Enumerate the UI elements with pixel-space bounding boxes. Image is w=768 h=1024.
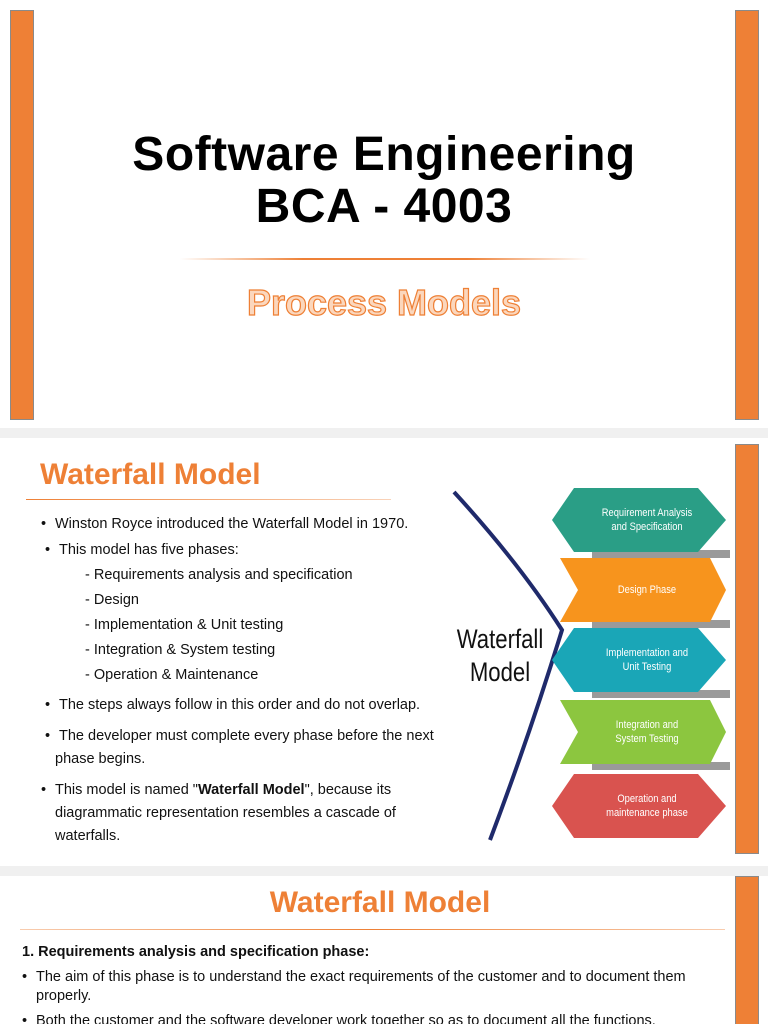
bullet-item: The steps always follow in this order an… xyxy=(45,696,420,714)
phase-label-line: System Testing xyxy=(615,733,679,745)
phase-label: Requirement Analysis and Specification xyxy=(583,506,711,534)
section-title: 1. Requirements analysis and specificati… xyxy=(22,944,370,960)
phase-item: - Implementation & Unit testing xyxy=(85,617,284,633)
waterfall-overview-slide: Waterfall Model Winston Royce introduced… xyxy=(0,438,768,866)
diagram-curve xyxy=(452,490,565,841)
bullet-list: Winston Royce introduced the Waterfall M… xyxy=(0,438,445,866)
phase-chevron xyxy=(552,774,726,838)
bullet-item: • Both the customer and the software dev… xyxy=(22,1012,736,1024)
chevron-shadow xyxy=(592,550,730,558)
bullet-dot: • xyxy=(22,1013,28,1024)
bullet-continuation: waterfalls. xyxy=(55,828,121,844)
phase-label-line: Integration and xyxy=(615,719,679,731)
phase-label: Design Phase xyxy=(583,583,711,597)
phase-chevron xyxy=(552,628,726,692)
phase-label-line: Design Phase xyxy=(617,584,677,596)
bullet-text: This model is named " xyxy=(55,782,198,798)
bullet-line: Both the customer and the software devel… xyxy=(36,1013,656,1024)
diagram-center-label: Waterfall Model xyxy=(455,623,545,689)
phase-label-line: and Specification xyxy=(611,521,683,533)
slide-heading: Waterfall Model xyxy=(269,886,491,919)
heading-underline xyxy=(20,929,725,930)
chevron-shadow xyxy=(592,620,730,628)
bullet-text: ", because its xyxy=(304,782,392,798)
right-accent-bar xyxy=(735,876,759,1024)
diagram-label-line1: Waterfall xyxy=(456,624,544,654)
phase-label: Operation and maintenance phase xyxy=(583,792,711,820)
bullet-line: properly. xyxy=(36,988,92,1004)
phase-label-line: Implementation and xyxy=(605,647,689,659)
phase-item: - Design xyxy=(85,592,139,608)
bullet-continuation: phase begins. xyxy=(55,751,146,767)
bullet-item: This model has five phases: xyxy=(45,541,239,559)
left-accent-bar xyxy=(10,10,34,420)
phase-label-line: Requirement Analysis xyxy=(601,507,693,519)
right-accent-bar xyxy=(735,444,759,854)
bullet-line: The aim of this phase is to understand t… xyxy=(36,969,686,985)
phase-label-line: Operation and xyxy=(617,793,677,805)
phase-chevron xyxy=(560,700,726,764)
phase-item: - Requirements analysis and specificatio… xyxy=(85,567,353,583)
phase-chevron xyxy=(560,558,726,622)
bold-term: Waterfall Model xyxy=(197,782,305,798)
slide-subtitle: Process Models xyxy=(246,281,522,323)
right-accent-bar xyxy=(735,10,759,420)
title-slide: Software Engineering BCA - 4003 Process … xyxy=(0,0,768,428)
heading-underline xyxy=(26,499,391,500)
phase-chevron xyxy=(552,488,726,552)
slide-title-line2: BCA - 4003 xyxy=(255,180,513,233)
phase-label-line: maintenance phase xyxy=(606,807,688,819)
bullet-item: This model is named "Waterfall Model", b… xyxy=(41,781,392,799)
bullet-item: Winston Royce introduced the Waterfall M… xyxy=(41,515,408,533)
phase-item: - Integration & System testing xyxy=(85,642,276,658)
bullet-continuation: diagrammatic representation resembles a … xyxy=(55,805,396,821)
diagram-label-line2: Model xyxy=(469,657,531,687)
chevron-shadow xyxy=(592,690,730,698)
phase-label-line: Unit Testing xyxy=(622,661,672,673)
slide-title-line1: Software Engineering xyxy=(132,128,636,181)
chevron-shadow xyxy=(592,762,730,770)
requirements-phase-slide: Waterfall Model 1. Requirements analysis… xyxy=(0,876,768,1024)
phase-item: - Operation & Maintenance xyxy=(85,667,259,683)
bullet-item: The developer must complete every phase … xyxy=(45,727,434,745)
bullet-item: • The aim of this phase is to understand… xyxy=(22,968,736,1006)
diagram-chevrons xyxy=(552,488,730,838)
bullet-dot: • xyxy=(22,969,28,985)
waterfall-diagram xyxy=(452,488,730,841)
title-divider xyxy=(180,258,590,260)
slide-heading: Waterfall Model xyxy=(40,458,261,491)
